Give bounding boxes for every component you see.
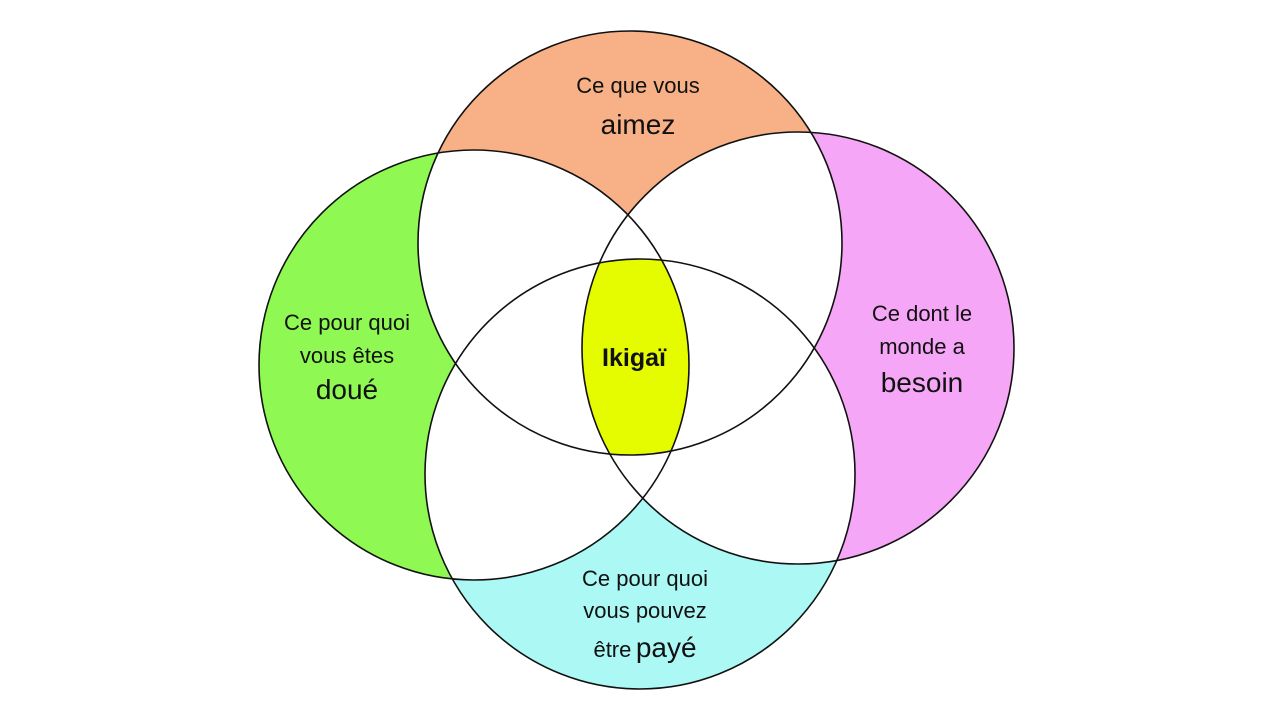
- circle-outlines: [258, 30, 1015, 690]
- paid-for-label-line2: vous pouvez: [583, 598, 707, 623]
- paid-for-label-prefix: être: [593, 637, 631, 662]
- paid-for-label-emphasis: payé: [636, 632, 697, 663]
- world-needs-label-line1: Ce dont le: [872, 301, 972, 326]
- world-needs-label-emphasis: besoin: [881, 367, 964, 398]
- good-at-label-line1: Ce pour quoi: [284, 310, 410, 335]
- paid-for-label-line3: être payé: [593, 632, 696, 663]
- good-at-label-emphasis: doué: [316, 374, 378, 405]
- ikigai-title: Ikigaï: [602, 344, 667, 372]
- love-label-line1: Ce que vous: [576, 73, 700, 98]
- good-at-label-line2: vous êtes: [300, 343, 394, 368]
- love-label-emphasis: aimez: [601, 109, 676, 140]
- paid-for-label-line1: Ce pour quoi: [582, 566, 708, 591]
- world-needs-label-line2: monde a: [879, 334, 965, 359]
